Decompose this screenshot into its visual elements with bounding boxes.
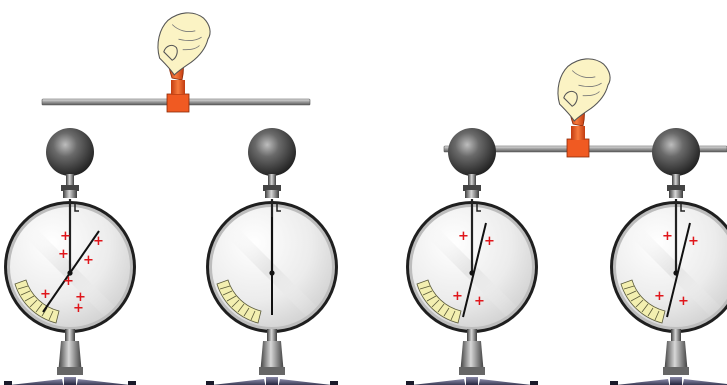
svg-text:+: +	[678, 294, 689, 309]
panel-after-contact: + + + + + + + +	[406, 59, 727, 385]
svg-text:+: +	[654, 289, 665, 304]
svg-text:+: +	[63, 274, 74, 289]
svg-text:+: +	[58, 247, 69, 262]
svg-text:+: +	[474, 294, 485, 309]
svg-text:+: +	[83, 253, 94, 268]
svg-text:+: +	[93, 234, 104, 249]
electroscope-left	[4, 128, 136, 385]
panel-before-contact: + + + + + + + +	[4, 13, 338, 385]
svg-text:+: +	[452, 289, 463, 304]
svg-text:+: +	[73, 301, 84, 316]
svg-text:+: +	[484, 234, 495, 249]
electroscope-left	[406, 128, 538, 385]
hand-icon	[558, 59, 610, 121]
hand-icon	[158, 13, 210, 75]
svg-text:+: +	[40, 287, 51, 302]
svg-text:+: +	[458, 229, 469, 244]
electroscope-right	[206, 128, 338, 385]
svg-text:+: +	[688, 234, 699, 249]
svg-text:+: +	[662, 229, 673, 244]
electroscope-right	[610, 128, 727, 385]
svg-text:+: +	[60, 229, 71, 244]
